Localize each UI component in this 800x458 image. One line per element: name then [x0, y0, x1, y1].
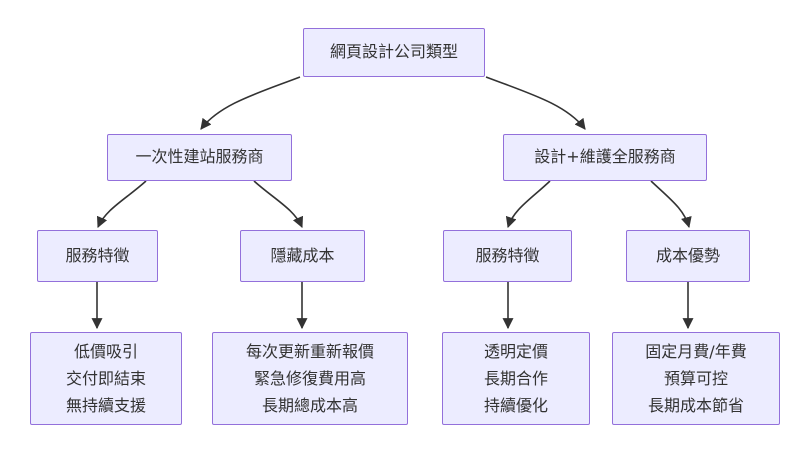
node-onetime-label: 一次性建站服務商 — [135, 147, 264, 167]
node-hidden-costs-label: 隱藏成本 — [270, 245, 335, 265]
edge-onetime-hiddencosts — [253, 180, 303, 229]
node-onetime-features-label: 服務特徵 — [65, 245, 130, 265]
node-fullservice: 設計+維護全服務商 — [503, 134, 707, 181]
node-cost-advantage-label: 成本優勢 — [655, 245, 720, 265]
node-fullservice-features-detail: 透明定價 長期合作 持續優化 — [442, 332, 590, 425]
edge-root-onetime — [200, 76, 301, 130]
detail-line: 固定月費/年費 — [645, 342, 747, 361]
node-fullservice-features: 服務特徵 — [443, 230, 572, 282]
detail-line: 緊急修復費用高 — [253, 369, 366, 388]
node-onetime: 一次性建站服務商 — [107, 134, 292, 181]
detail-line: 長期合作 — [483, 369, 548, 388]
edge-fullservice-costadvantage — [650, 180, 692, 229]
detail-line: 透明定價 — [483, 342, 548, 361]
node-cost-advantage-detail: 固定月費/年費 預算可控 長期成本節省 — [612, 332, 780, 425]
node-root-label: 網頁設計公司類型 — [329, 42, 458, 62]
detail-line: 交付即結束 — [65, 369, 146, 388]
edge-onetime-features — [97, 180, 147, 229]
detail-line: 低價吸引 — [73, 342, 138, 361]
detail-line: 無持續支援 — [65, 396, 146, 415]
edge-root-fullservice — [485, 76, 586, 130]
node-onetime-features-detail: 低價吸引 交付即結束 無持續支援 — [30, 332, 182, 425]
edge-fullservice-features — [505, 180, 551, 229]
node-fullservice-label: 設計+維護全服務商 — [534, 147, 676, 167]
detail-line: 預算可控 — [663, 369, 728, 388]
node-root: 網頁設計公司類型 — [303, 28, 485, 77]
detail-line: 持續優化 — [483, 396, 548, 415]
detail-line: 長期成本節省 — [647, 396, 744, 415]
node-cost-advantage: 成本優勢 — [626, 230, 750, 282]
node-onetime-features: 服務特徵 — [37, 230, 158, 282]
detail-line: 長期總成本高 — [261, 396, 358, 415]
node-hidden-costs: 隱藏成本 — [240, 230, 365, 282]
node-fullservice-features-label: 服務特徵 — [475, 245, 540, 265]
detail-line: 每次更新重新報價 — [245, 342, 374, 361]
node-hidden-costs-detail: 每次更新重新報價 緊急修復費用高 長期總成本高 — [212, 332, 408, 425]
